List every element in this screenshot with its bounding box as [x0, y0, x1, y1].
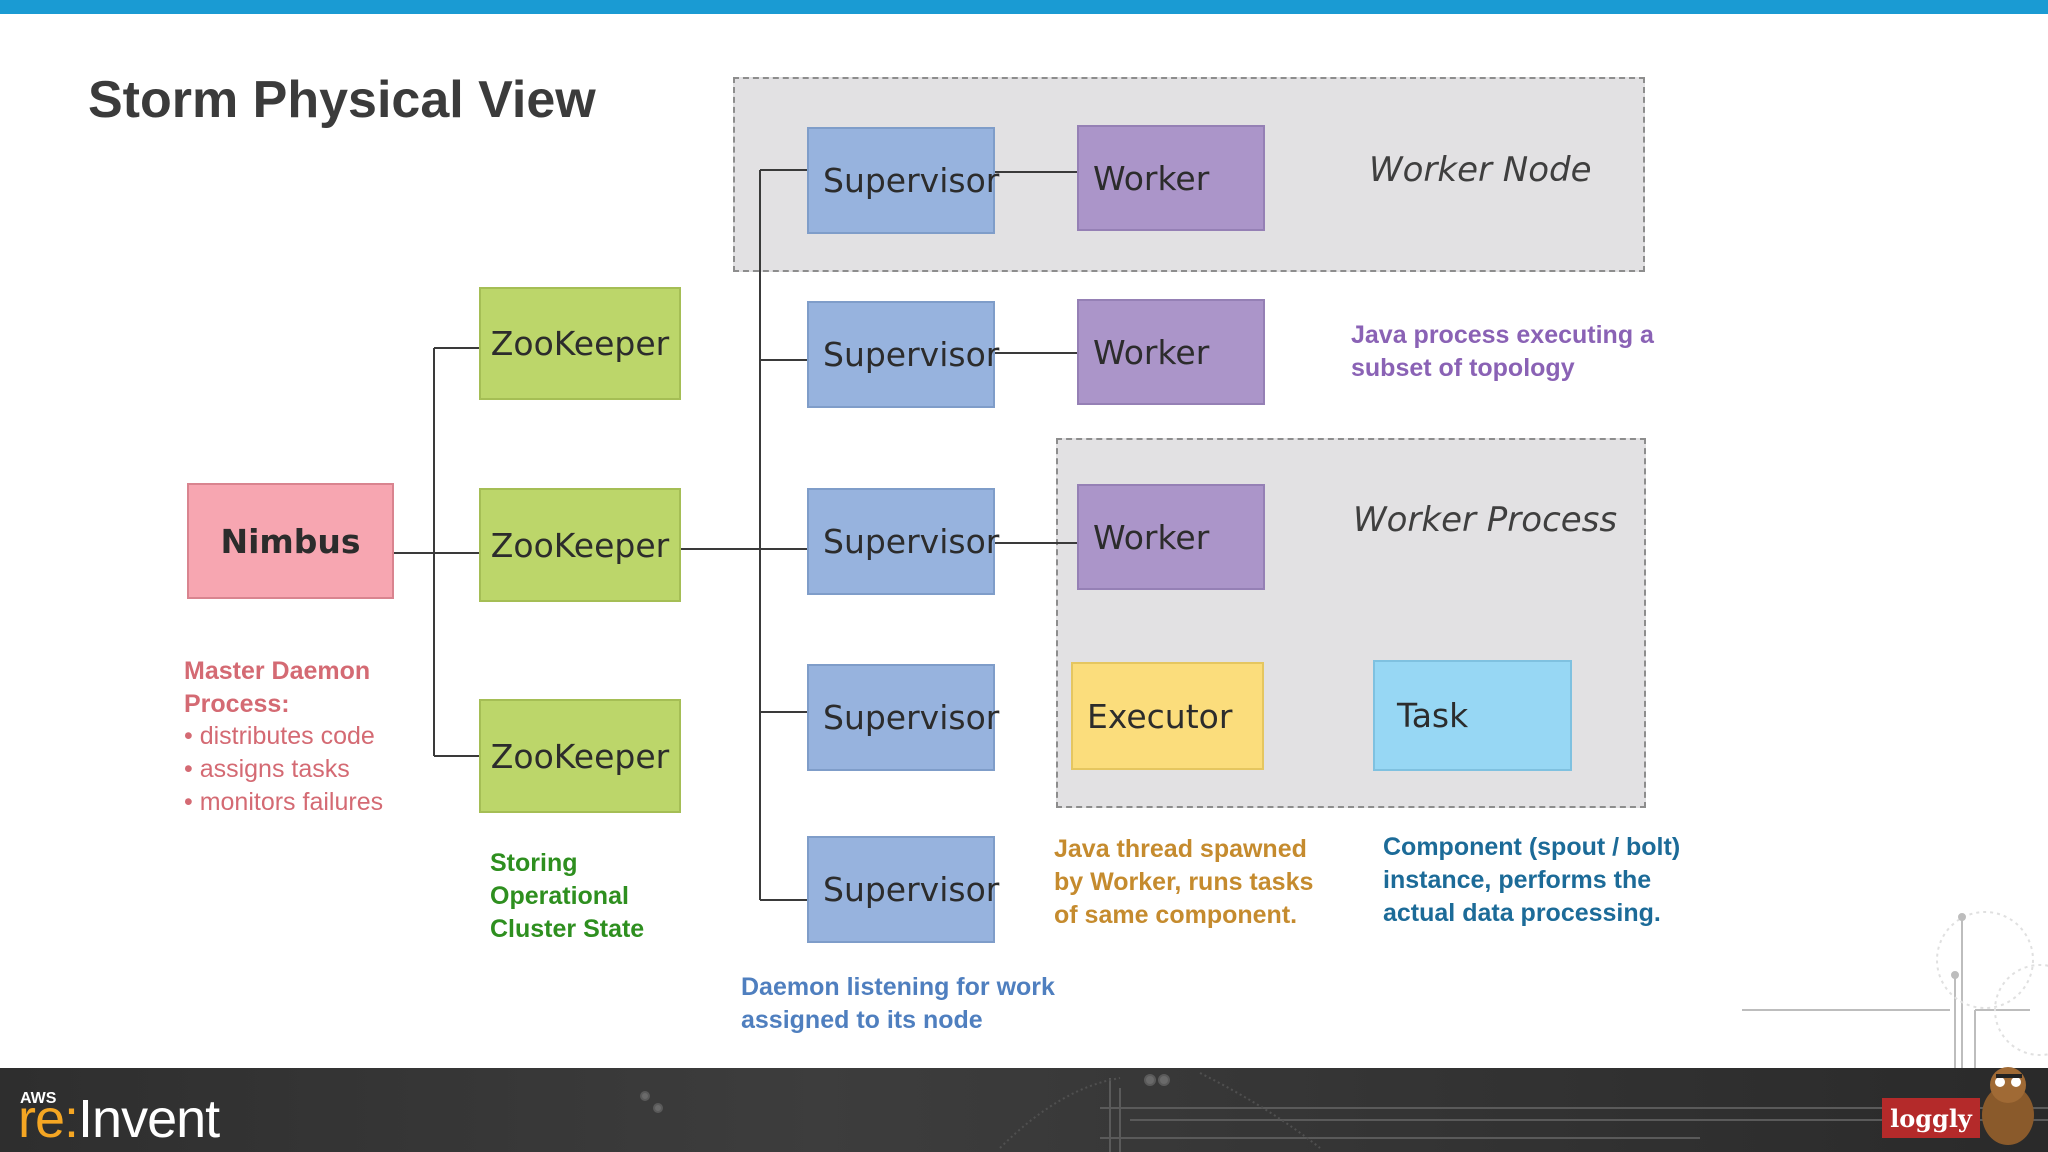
- nimbus-note-bullets: • distributes code • assigns tasks • mon…: [184, 720, 383, 819]
- supervisor-label: Supervisor: [823, 698, 1000, 737]
- supervisor-box: Supervisor: [807, 488, 999, 595]
- footer-bar: AWS re:Invent: [0, 1068, 2048, 1152]
- nimbus-note-heading: Master Daemon Process:: [184, 657, 371, 718]
- task-box: Task: [1373, 660, 1572, 771]
- zookeeper-label: ZooKeeper: [490, 324, 670, 363]
- zookeeper-box: ZooKeeper: [479, 287, 681, 400]
- worker-note: Java process executing a subset of topol…: [1351, 321, 1654, 382]
- nimbus-box: Nimbus: [187, 483, 394, 599]
- worker-box: Worker: [1077, 125, 1265, 231]
- worker-label: Worker: [1093, 517, 1210, 557]
- worker-node-label: Worker Node: [1369, 150, 1592, 190]
- zookeeper-label: ZooKeeper: [490, 525, 670, 565]
- bullet-item: • monitors failures: [184, 788, 384, 816]
- task-note: Component (spout / bolt) instance, perfo…: [1383, 833, 1681, 927]
- reinvent-logo: re:Invent: [18, 1088, 220, 1150]
- supervisor-label: Supervisor: [823, 161, 1000, 200]
- zookeeper-box: ZooKeeper: [479, 488, 681, 602]
- accent-bar: [0, 0, 2048, 14]
- worker-box: Worker: [1077, 484, 1265, 590]
- executor-label: Executor: [1087, 696, 1233, 736]
- zookeeper-note: Storing Operational Cluster State: [490, 849, 645, 943]
- supervisor-box: Supervisor: [807, 127, 999, 234]
- bullet-item: • distributes code: [184, 722, 375, 750]
- supervisor-note: Daemon listening for work assigned to it…: [741, 973, 1055, 1034]
- loggly-logo: loggly: [1882, 1098, 1980, 1138]
- worker-label: Worker: [1093, 158, 1210, 198]
- executor-box: Executor: [1071, 662, 1264, 770]
- footer-circuit-pattern: [640, 1072, 2048, 1152]
- supervisor-box: Supervisor: [807, 836, 999, 943]
- supervisor-label: Supervisor: [823, 522, 1000, 561]
- bullet-item: • assigns tasks: [184, 755, 350, 783]
- zookeeper-box: ZooKeeper: [479, 699, 681, 813]
- task-label: Task: [1397, 696, 1469, 735]
- reinvent-logo-re: re:: [18, 1089, 79, 1149]
- worker-box: Worker: [1077, 299, 1265, 405]
- aws-logo-text: AWS: [20, 1090, 57, 1107]
- slide-title: Storm Physical View: [88, 71, 596, 129]
- supervisor-box: Supervisor: [807, 664, 999, 771]
- supervisor-label: Supervisor: [823, 870, 1000, 909]
- zookeeper-label: ZooKeeper: [490, 736, 670, 776]
- reinvent-logo-invent: Invent: [78, 1089, 220, 1149]
- worker-label: Worker: [1093, 332, 1210, 372]
- supervisor-label: Supervisor: [823, 335, 1000, 374]
- executor-note: Java thread spawned by Worker, runs task…: [1054, 835, 1314, 929]
- supervisor-box: Supervisor: [807, 301, 999, 408]
- worker-process-label: Worker Process: [1353, 500, 1618, 540]
- nimbus-label: Nimbus: [220, 521, 361, 561]
